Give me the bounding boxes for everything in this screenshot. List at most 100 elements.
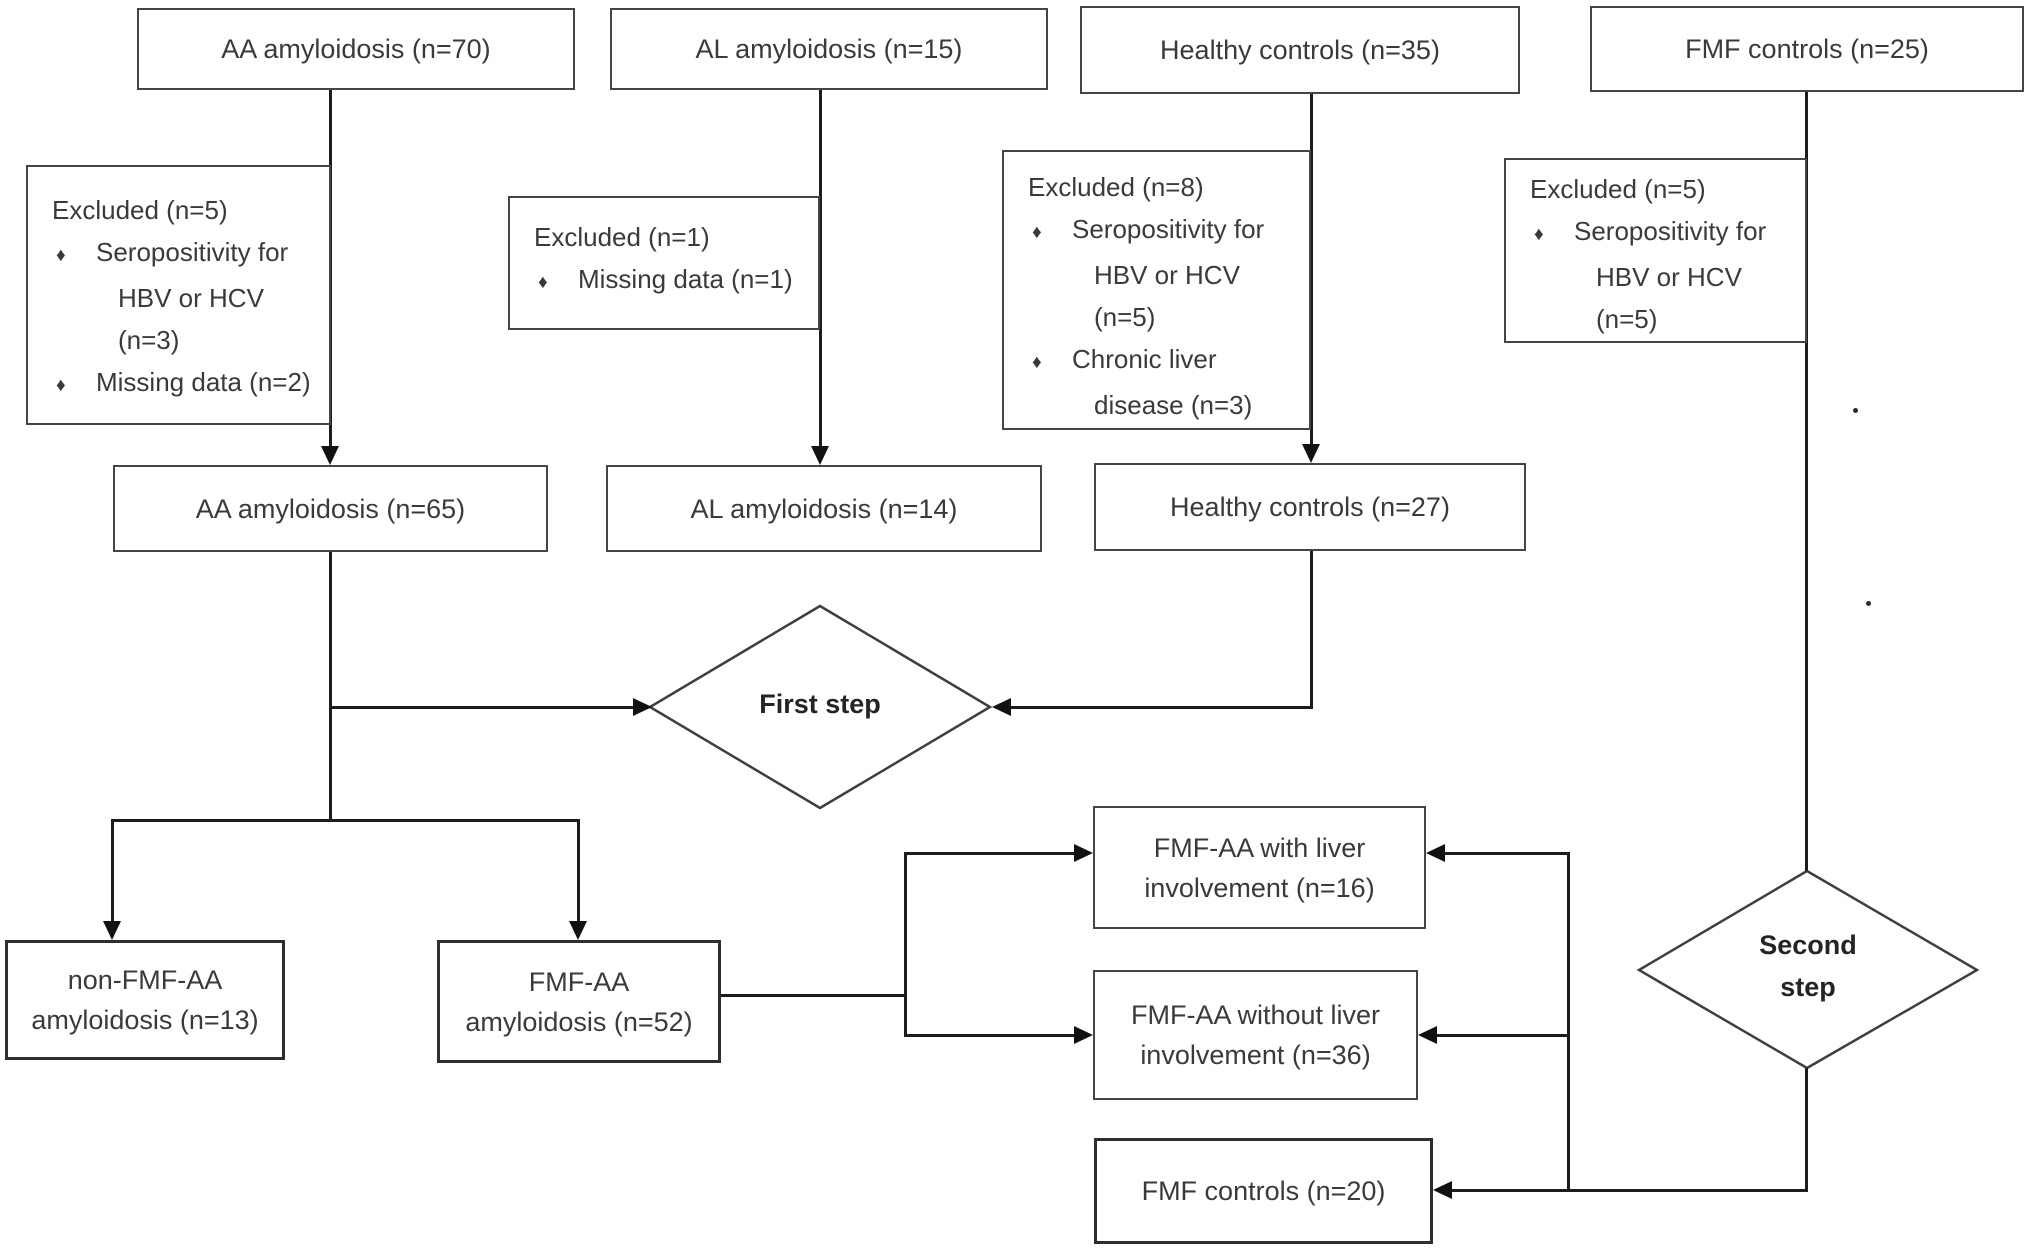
exclusion-box-aa: Excluded (n=5) ♦ Seropositivity for HBV … (26, 165, 331, 425)
node-fmf-aa-52: FMF-AA amyloidosis (n=52) (437, 940, 721, 1063)
node-label: AA amyloidosis (n=65) (195, 493, 466, 524)
connector-rail-to-withoutliver (1436, 1034, 1569, 1037)
second-step-label-line1: Second (1759, 930, 1857, 960)
node-label-line2: involvement (n=36) (1140, 1040, 1371, 1070)
arrow-right-icon (1074, 844, 1093, 862)
first-step-label: First step (759, 689, 881, 719)
connector-hc35-to-hc27 (1310, 94, 1313, 446)
exclusion-box-al: Excluded (n=1) ♦ Missing data (n=1) (508, 196, 820, 330)
second-step-label: Second step (1759, 924, 1857, 1008)
arrow-right-icon (633, 698, 652, 716)
second-step-label-line2: step (1780, 972, 1836, 1002)
node-al-amyloidosis-14: AL amyloidosis (n=14) (606, 465, 1042, 552)
arrow-down-icon (1302, 444, 1320, 463)
node-label-line1: non-FMF-AA (67, 965, 223, 995)
node-healthy-controls-35: Healthy controls (n=35) (1080, 6, 1520, 94)
node-label-line1: FMF-AA with liver (1153, 832, 1366, 863)
arrow-left-icon (1426, 844, 1445, 862)
node-label: AL amyloidosis (n=15) (695, 34, 963, 64)
connector-second-step-rail (1567, 852, 1570, 1192)
node-fmf-controls-20: FMF controls (n=20) (1094, 1138, 1433, 1244)
exclusion-item-text: disease (n=3) (1094, 390, 1253, 420)
node-fmf-aa-with-liver-16: FMF-AA with liver involvement (n=16) (1093, 806, 1426, 929)
bullet-diamond-icon: ♦ (538, 272, 548, 293)
node-label: AL amyloidosis (n=14) (690, 493, 958, 524)
exclusion-item-text: (n=3) (118, 325, 180, 355)
arrow-down-icon (103, 921, 121, 940)
exclusion-item-text: HBV or HCV (118, 283, 264, 313)
exclusion-item: ♦ Seropositivity for (1530, 210, 1797, 256)
exclusion-item-text: HBV or HCV (1094, 260, 1240, 290)
connector-fmfaa-to-withoutliver (905, 1034, 1076, 1037)
bullet-diamond-icon: ♦ (56, 375, 66, 396)
arrow-right-icon (1074, 1026, 1093, 1044)
exclusion-item-text: HBV or HCV (1596, 262, 1742, 292)
connector-to-fmf20 (1450, 1189, 1807, 1192)
exclusion-item-text: Seropositivity for (1574, 216, 1767, 246)
node-label: AA amyloidosis (n=70) (221, 34, 491, 64)
node-label: Healthy controls (n=35) (1160, 35, 1440, 65)
exclusion-item-text: Seropositivity for (96, 237, 289, 267)
node-aa-amyloidosis-70: AA amyloidosis (n=70) (137, 8, 575, 90)
exclusion-item-text: (n=5) (1094, 302, 1156, 332)
bullet-diamond-icon: ♦ (56, 245, 66, 266)
connector-to-fmfaa (577, 819, 580, 923)
connector-split-bar (111, 819, 579, 822)
exclusion-item-text: Chronic liver (1072, 344, 1217, 374)
connector-hc27-to-first-step (1009, 706, 1312, 709)
exclusion-item: ♦ Seropositivity for (52, 231, 321, 277)
node-fmf-controls-25: FMF controls (n=25) (1590, 6, 2024, 92)
connector-second-step-down (1805, 1068, 1808, 1192)
connector-rail-to-withliver (1444, 852, 1569, 855)
connector-fmfaa-to-withliver (905, 852, 1076, 855)
exclusion-item-text: Missing data (n=2) (96, 367, 311, 397)
connector-hc27-down (1310, 551, 1313, 709)
exclusion-title: Excluded (n=5) (52, 195, 228, 225)
bullet-diamond-icon: ♦ (1534, 224, 1544, 245)
arrow-left-icon (1418, 1026, 1437, 1044)
node-label: FMF controls (n=25) (1685, 34, 1929, 64)
exclusion-title: Excluded (n=1) (534, 222, 710, 252)
exclusion-item: ♦ Missing data (n=1) (534, 258, 810, 304)
node-label: Healthy controls (n=27) (1170, 492, 1450, 522)
node-label-line1: FMF-AA (528, 966, 630, 997)
node-aa-amyloidosis-65: AA amyloidosis (n=65) (113, 465, 548, 552)
exclusion-box-fmf: Excluded (n=5) ♦ Seropositivity for HBV … (1504, 158, 1807, 343)
first-step-diamond (647, 604, 993, 810)
node-label: FMF controls (n=20) (1141, 1176, 1386, 1206)
arrow-left-icon (992, 698, 1011, 716)
node-label-line2: amyloidosis (n=52) (465, 1006, 693, 1037)
arrow-left-icon (1433, 1181, 1452, 1199)
arrow-down-icon (569, 921, 587, 940)
connector-al15-to-al14 (819, 90, 822, 448)
connector-fmfaa-branch (904, 852, 907, 1037)
exclusion-item: ♦ Seropositivity for (1028, 208, 1301, 254)
arrow-down-icon (321, 446, 339, 465)
exclusion-box-hc: Excluded (n=8) ♦ Seropositivity for HBV … (1002, 150, 1311, 430)
node-healthy-controls-27: Healthy controls (n=27) (1094, 463, 1526, 551)
exclusion-item-text: Missing data (n=1) (578, 264, 793, 294)
exclusion-item-text: Seropositivity for (1072, 214, 1265, 244)
bullet-diamond-icon: ♦ (1032, 222, 1042, 243)
node-non-fmf-aa-13: non-FMF-AA amyloidosis (n=13) (5, 940, 285, 1060)
connector-to-nonfmf (111, 819, 114, 923)
node-label-line2: amyloidosis (n=13) (31, 1005, 259, 1035)
exclusion-item: ♦ Chronic liver (1028, 338, 1301, 384)
exclusion-title: Excluded (n=5) (1530, 174, 1706, 204)
connector-aa65-down (329, 552, 332, 822)
node-al-amyloidosis-15: AL amyloidosis (n=15) (610, 8, 1048, 90)
node-fmf-aa-without-liver-36: FMF-AA without liver involvement (n=36) (1093, 970, 1418, 1100)
artifact-dot (1866, 601, 1871, 606)
connector-fmf25-to-second-step (1805, 92, 1808, 871)
node-label-line1: FMF-AA without liver (1130, 1000, 1381, 1030)
artifact-dot (1853, 408, 1858, 413)
arrow-down-icon (811, 446, 829, 465)
connector-fmfaa-right (721, 994, 907, 997)
connector-aa65-to-first-step (330, 706, 635, 709)
exclusion-item-text: (n=5) (1596, 304, 1658, 334)
exclusion-item: ♦ Missing data (n=2) (52, 361, 321, 407)
node-label-line2: involvement (n=16) (1144, 872, 1375, 903)
bullet-diamond-icon: ♦ (1032, 352, 1042, 373)
